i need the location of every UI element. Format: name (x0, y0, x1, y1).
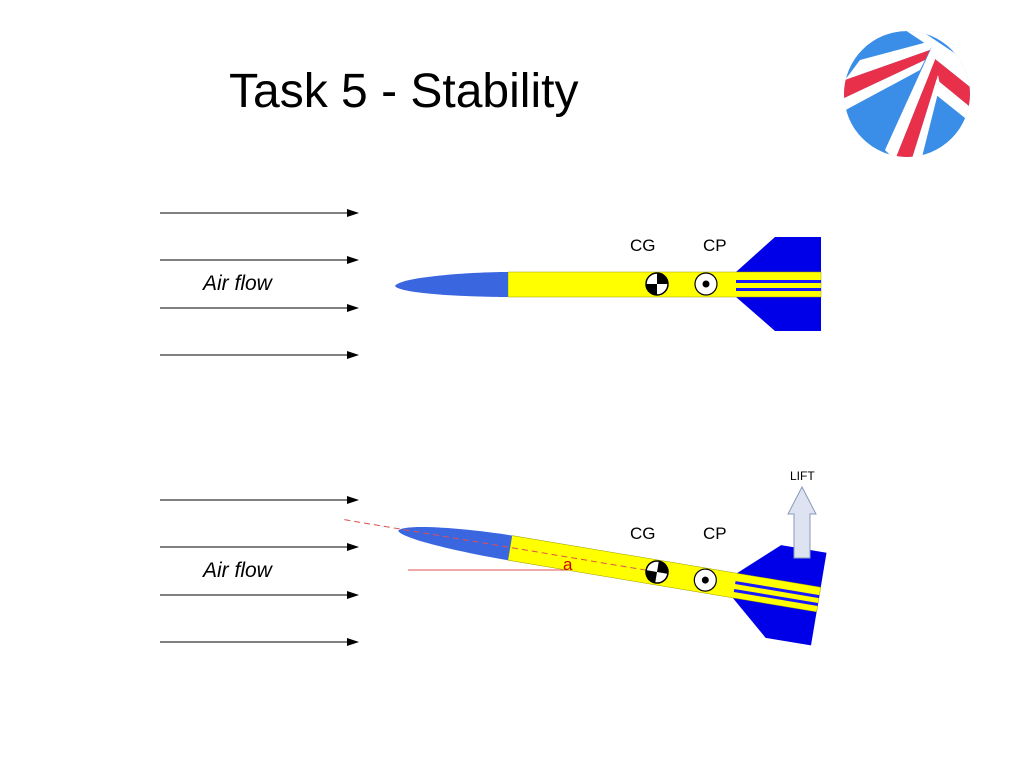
airflow-label: Air flow (201, 559, 274, 582)
cp-label: CP (703, 524, 727, 543)
center-of-pressure-icon (693, 568, 717, 592)
tilted-rocket (344, 519, 827, 646)
cg-label: CG (630, 236, 656, 255)
cp-label: CP (703, 236, 727, 255)
rocket-stripe (736, 288, 821, 291)
top-panel: Air flow CG CP (160, 209, 822, 359)
center-of-pressure-icon (694, 272, 718, 296)
circular-logo-icon (844, 31, 970, 157)
rocket (395, 237, 822, 331)
rocket-stripe (736, 280, 821, 283)
rocket-stripe (735, 581, 820, 599)
rocket-axis-line (344, 519, 658, 573)
center-of-gravity-icon (645, 272, 669, 296)
bottom-panel: Air flow CG CP a LIFT (160, 469, 827, 646)
rocket-nose (398, 527, 513, 561)
slide-title: Task 5 - Stability (229, 65, 579, 118)
up-arrow-icon (787, 485, 817, 559)
angle-of-attack-label: a (563, 555, 573, 574)
rocket-nose (395, 272, 508, 297)
rocket-stripe (733, 588, 819, 606)
airflow-label: Air flow (201, 272, 274, 295)
lift-label: LIFT (790, 469, 815, 483)
center-of-gravity-icon (645, 560, 669, 584)
cg-label: CG (630, 524, 656, 543)
